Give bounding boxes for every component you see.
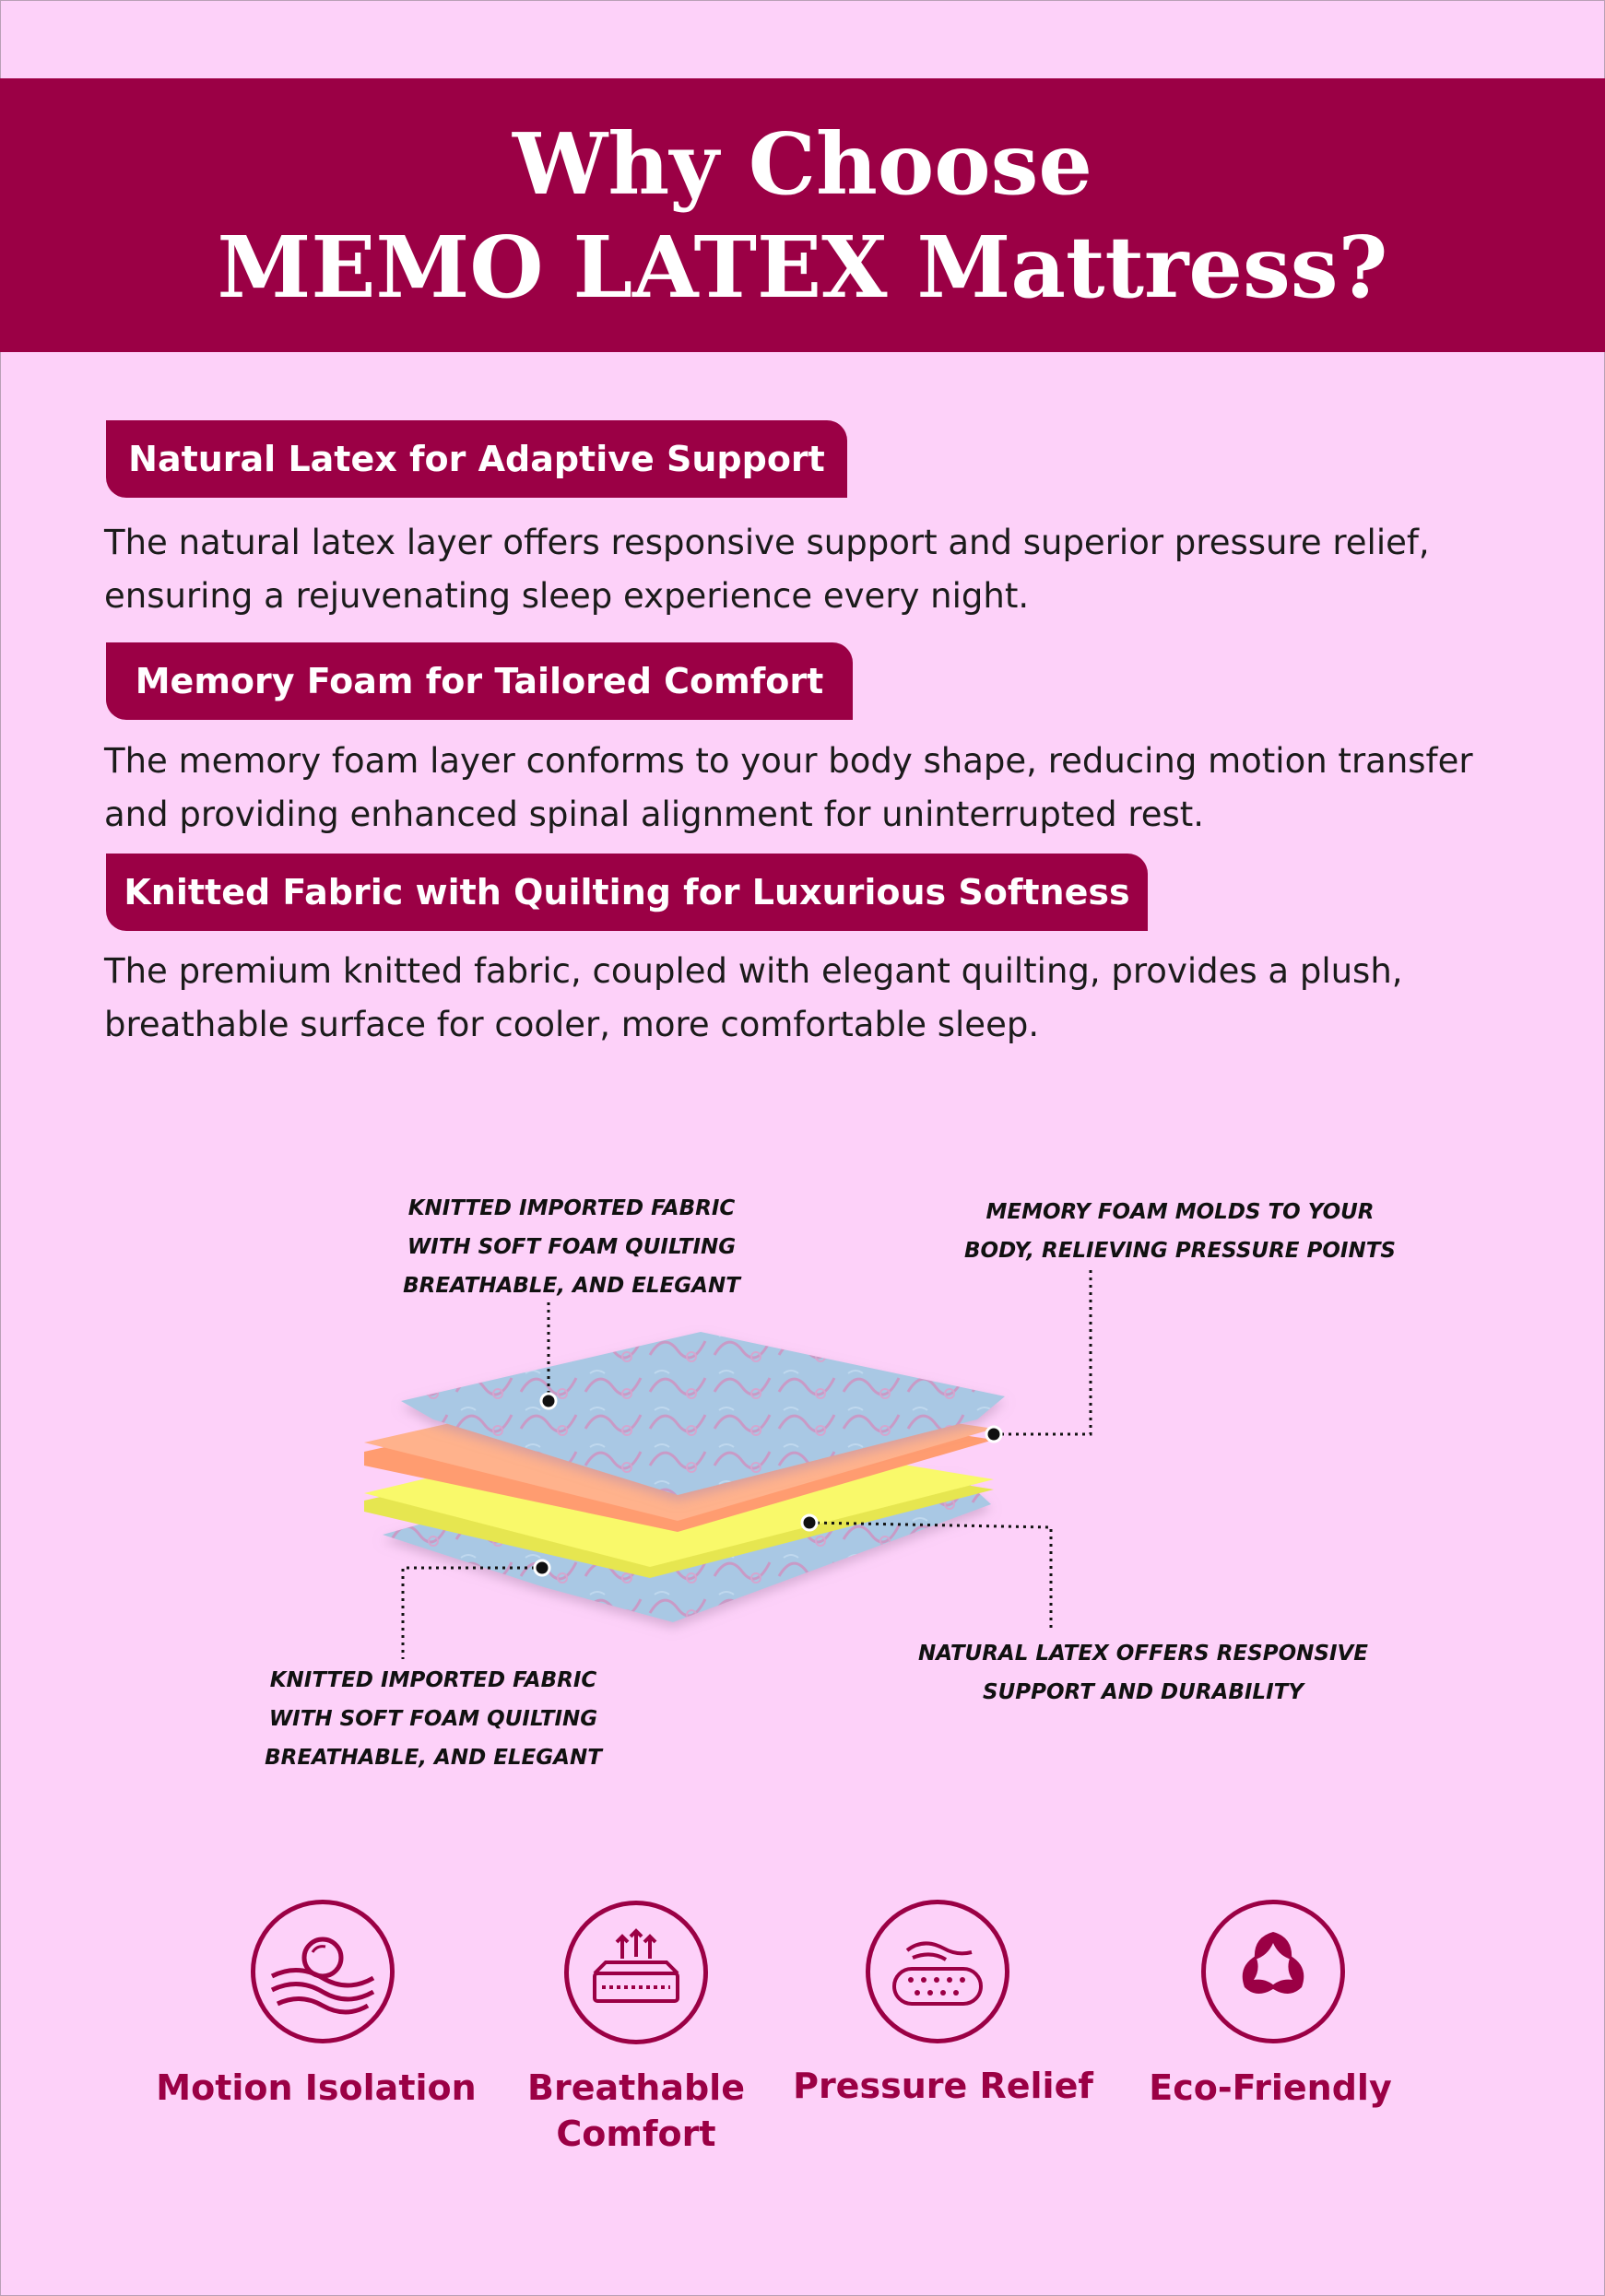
callout-line: NATURAL LATEX OFFERS RESPONSIVE [917, 1642, 1369, 1666]
section-description-memory-foam: The memory foam layer conforms to your b… [104, 735, 1542, 842]
callout-line: WITH SOFT FOAM QUILTING [407, 1235, 737, 1259]
callout-bottom-left: KNITTED IMPORTED FABRIC WITH SOFT FOAM Q… [249, 1661, 618, 1777]
pressure-relief-icon [866, 1900, 1009, 2043]
description-line: The natural latex layer offers responsiv… [104, 523, 1430, 562]
callout-line: WITH SOFT FOAM QUILTING [268, 1707, 598, 1731]
marker-top-left [539, 1392, 558, 1410]
feature-label-motion-isolation: Motion Isolation [150, 2065, 482, 2111]
callout-bottom-right: NATURAL LATEX OFFERS RESPONSIVE SUPPORT … [903, 1634, 1383, 1712]
eco-friendly-icon [1201, 1900, 1345, 2043]
section-heading-natural-latex: Natural Latex for Adaptive Support [106, 420, 847, 498]
marker-bottom-left [533, 1559, 551, 1577]
section-description-knitted-fabric: The premium knitted fabric, coupled with… [104, 945, 1542, 1052]
section-description-natural-latex: The natural latex layer offers responsiv… [104, 516, 1542, 623]
feature-label-eco-friendly: Eco-Friendly [1104, 2065, 1436, 2111]
callout-line: KNITTED IMPORTED FABRIC [407, 1196, 736, 1220]
leader-bottom-left [401, 1566, 542, 1659]
feature-label-breathable-comfort: Breathable Comfort [470, 2065, 802, 2157]
section-heading-memory-foam: Memory Foam for Tailored Comfort [106, 642, 853, 720]
feature-label-line: Eco-Friendly [1149, 2067, 1392, 2108]
description-line: ensuring a rejuvenating sleep experience… [104, 576, 1030, 616]
section-heading-knitted-fabric: Knitted Fabric with Quilting for Luxurio… [106, 854, 1148, 931]
breathable-comfort-icon [564, 1901, 708, 2044]
callout-line: BREATHABLE, AND ELEGANT [403, 1274, 740, 1298]
callout-top-right: MEMORY FOAM MOLDS TO YOUR BODY, RELIEVIN… [950, 1193, 1410, 1270]
feature-label-line: Pressure Relief [793, 2066, 1093, 2106]
page-title: Why Choose MEMO LATEX Mattress? [218, 112, 1388, 319]
callout-line: MEMORY FOAM MOLDS TO YOUR [985, 1200, 1375, 1224]
marker-bottom-right [800, 1513, 819, 1532]
section-heading-text: Memory Foam for Tailored Comfort [135, 661, 824, 701]
leader-bottom-right [808, 1521, 1053, 1631]
feature-label-pressure-relief: Pressure Relief [777, 2063, 1109, 2109]
motion-isolation-icon [251, 1900, 395, 2043]
feature-label-line: Motion Isolation [156, 2067, 477, 2108]
callout-line: KNITTED IMPORTED FABRIC [269, 1668, 597, 1692]
section-heading-text: Natural Latex for Adaptive Support [128, 439, 825, 479]
header-banner: Why Choose MEMO LATEX Mattress? [0, 78, 1605, 352]
description-line: The premium knitted fabric, coupled with… [104, 951, 1403, 991]
feature-label-line: Breathable [527, 2067, 745, 2108]
callout-line: BREATHABLE, AND ELEGANT [265, 1746, 602, 1770]
description-line: breathable surface for cooler, more comf… [104, 1005, 1040, 1044]
title-line-1: Why Choose [513, 113, 1092, 214]
description-line: The memory foam layer conforms to your b… [104, 741, 1473, 781]
top-fabric-layer [401, 1332, 1005, 1495]
title-line-2: MEMO LATEX Mattress? [217, 217, 1388, 317]
callout-line: BODY, RELIEVING PRESSURE POINTS [964, 1239, 1396, 1263]
leader-top-right [994, 1267, 1092, 1436]
description-line: and providing enhanced spinal alignment … [104, 795, 1205, 834]
callout-top-left: KNITTED IMPORTED FABRIC WITH SOFT FOAM Q… [396, 1189, 747, 1305]
feature-label-line: Comfort [556, 2113, 716, 2154]
callout-line: SUPPORT AND DURABILITY [983, 1680, 1304, 1704]
marker-top-right [985, 1425, 1003, 1443]
section-heading-text: Knitted Fabric with Quilting for Luxurio… [124, 872, 1130, 913]
